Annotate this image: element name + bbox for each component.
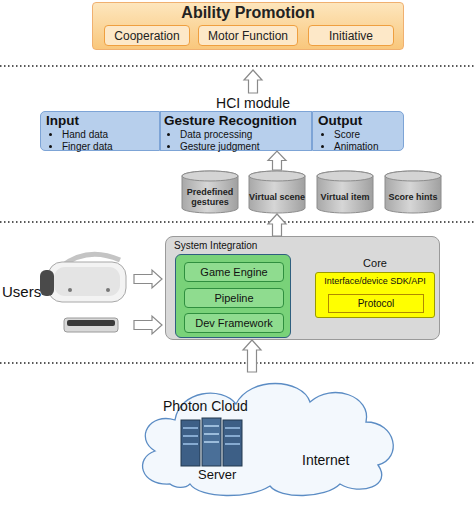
block-arrow xyxy=(268,214,286,236)
component-box: Pipeline xyxy=(184,288,284,308)
cylinder-top xyxy=(317,171,373,181)
module-box: InputHand dataFinger data xyxy=(40,111,160,151)
headset-front xyxy=(54,267,120,296)
up-arrow xyxy=(244,70,262,93)
node-title: System Integration xyxy=(174,240,257,251)
users-label: Users xyxy=(2,283,42,300)
database-cylinder: Score hints xyxy=(384,170,442,214)
module-box: Gesture RecognitionData processingGestur… xyxy=(160,111,312,151)
cylinder-body xyxy=(249,171,305,213)
headset-body xyxy=(48,262,126,302)
cylinder-top xyxy=(249,171,305,181)
node-text: Server xyxy=(198,467,236,482)
vr-headset xyxy=(40,254,126,302)
node-text: Finger data xyxy=(62,141,159,153)
node-title: Score hints xyxy=(388,192,437,202)
node-title: Dev Framework xyxy=(195,317,273,329)
cylinder-top xyxy=(182,171,238,181)
node-title: Pipeline xyxy=(214,292,253,304)
dotted-separator xyxy=(0,362,474,363)
node-title: Predefined gestures xyxy=(181,187,239,207)
dotted-separator xyxy=(0,65,474,66)
cloud-outline xyxy=(130,372,405,500)
node-title: Initiative xyxy=(329,29,373,43)
database-cylinder: Virtual item xyxy=(316,170,374,214)
block-arrow xyxy=(268,151,286,170)
ability-box: Motor Function xyxy=(198,25,298,46)
node-text: Data processing xyxy=(180,129,311,141)
node-title: Cooperation xyxy=(114,29,179,43)
cylinder-body xyxy=(317,171,373,213)
node-title: Motor Function xyxy=(208,29,288,43)
cylinder-body xyxy=(182,171,238,213)
device-top xyxy=(67,320,115,326)
node-title: Input xyxy=(46,113,159,129)
device-body xyxy=(64,318,118,332)
node-title: Ability Promotion xyxy=(93,3,403,23)
cylinder-top xyxy=(385,171,441,181)
node-text: Interface/device SDK/API xyxy=(316,276,434,286)
group-box: Game EnginePipelineDev Framework xyxy=(175,254,291,338)
section-label: HCI module xyxy=(190,95,316,111)
leap-motion-device xyxy=(64,318,118,332)
node-title: Photon Cloud xyxy=(163,398,248,414)
component-box: Game Engine xyxy=(184,262,284,282)
node-text: Score xyxy=(334,129,403,141)
cloud-shape: Photon CloudServer Internet xyxy=(130,372,405,500)
protocol-box: Protocol xyxy=(328,294,424,313)
component-box: Dev Framework xyxy=(184,313,284,333)
integration-box: System IntegrationGame EnginePipelineDev… xyxy=(165,236,440,340)
database-cylinder: Predefined gestures xyxy=(181,170,239,214)
block-arrow xyxy=(243,340,261,372)
node-text: Gesture judgment xyxy=(180,141,311,153)
node-title: Game Engine xyxy=(200,266,267,278)
cloud-path xyxy=(143,384,394,496)
node-title: Gesture Recognition xyxy=(164,113,311,129)
node-title: Output xyxy=(318,113,403,129)
headset-camera xyxy=(68,288,72,292)
node-title: Virtual scene xyxy=(249,192,305,202)
node-text: Hand data xyxy=(62,129,159,141)
dotted-separator xyxy=(0,221,474,222)
ability-box: Cooperation xyxy=(104,25,190,46)
node-title: Virtual item xyxy=(321,192,370,202)
database-cylinder: Virtual scene xyxy=(248,170,306,214)
cylinder-body xyxy=(385,171,441,213)
node-title: Core xyxy=(316,257,434,269)
group-box: Ability PromotionCooperation Motor Functi… xyxy=(92,2,404,50)
headset-cushion xyxy=(40,270,54,296)
device-arrow xyxy=(134,316,162,334)
headset-camera xyxy=(106,288,110,292)
core-box: CoreInterface/device SDK/APIProtocol xyxy=(315,272,435,318)
node-title: Protocol xyxy=(358,298,395,309)
node-text: Internet xyxy=(302,452,349,468)
headset-strap xyxy=(62,254,120,266)
ability-box: Initiative xyxy=(308,25,394,46)
node-text: Animation xyxy=(334,141,403,153)
device-arrow xyxy=(134,270,162,288)
module-box: OutputScoreAnimation xyxy=(312,111,404,151)
